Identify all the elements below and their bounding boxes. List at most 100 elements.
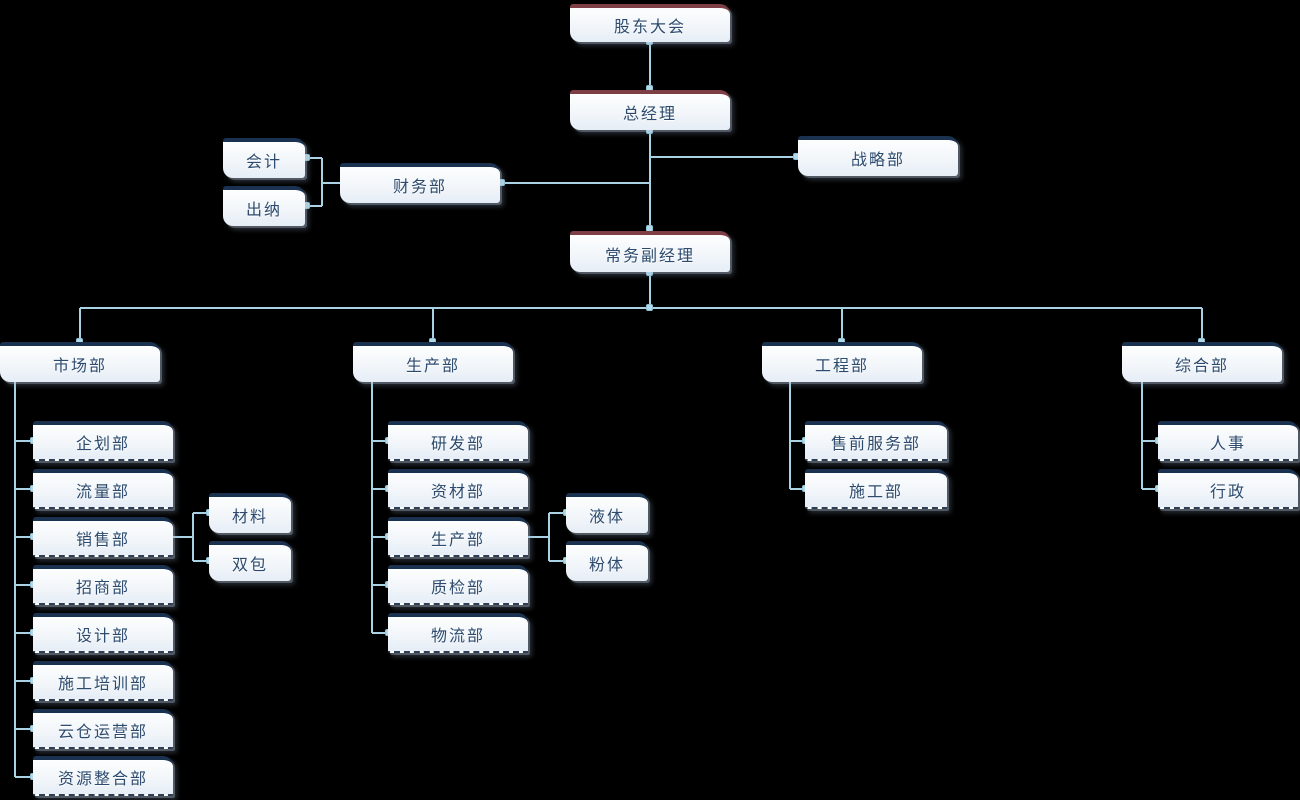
- connector-line: [15, 632, 33, 634]
- org-node-label: 股东大会: [613, 19, 686, 36]
- connector-line: [841, 308, 843, 342]
- org-node-label: 施工培训部: [57, 676, 148, 693]
- connector-line: [789, 382, 791, 489]
- connector-line: [372, 632, 388, 634]
- org-node-label: 流量部: [75, 484, 130, 501]
- org-node-label: 材料: [231, 509, 268, 526]
- org-node-label: 财务部: [392, 179, 447, 196]
- org-node-production-dept[interactable]: 生产部: [353, 342, 513, 382]
- connector-line: [548, 513, 550, 561]
- connector-line: [173, 536, 193, 538]
- org-node-liquid[interactable]: 液体: [566, 493, 648, 533]
- connector-line: [15, 680, 33, 682]
- org-node-label: 生产部: [405, 358, 460, 375]
- connector-line: [15, 584, 33, 586]
- connector-line: [649, 42, 651, 90]
- org-node-traffic-dept[interactable]: 流量部: [33, 469, 173, 509]
- connector-line: [649, 272, 651, 308]
- connector-line: [1141, 382, 1143, 489]
- org-node-admin[interactable]: 行政: [1158, 469, 1298, 509]
- connector-line: [322, 182, 340, 184]
- connector-dot: [646, 304, 653, 311]
- connector-line: [432, 308, 434, 342]
- org-node-hr[interactable]: 人事: [1158, 421, 1298, 461]
- org-node-label: 施工部: [848, 484, 903, 501]
- org-node-marketing-dept[interactable]: 市场部: [0, 342, 160, 382]
- org-node-label: 物流部: [430, 628, 485, 645]
- org-node-label: 招商部: [75, 580, 130, 597]
- org-node-construction-dept[interactable]: 施工部: [805, 469, 947, 509]
- connector-line: [549, 560, 566, 562]
- connector-line: [371, 382, 373, 633]
- org-node-label: 常务副经理: [604, 247, 695, 265]
- org-node-deputy-general-manager[interactable]: 常务副经理: [570, 231, 730, 272]
- connector-line: [649, 130, 651, 231]
- org-node-cashier[interactable]: 出纳: [223, 186, 305, 226]
- org-node-label: 战略部: [850, 152, 905, 169]
- org-node-label: 设计部: [75, 628, 130, 645]
- org-node-label: 人事: [1209, 436, 1246, 453]
- org-node-label: 双包: [231, 557, 268, 574]
- org-node-rnd-dept[interactable]: 研发部: [388, 421, 528, 461]
- connector-line: [192, 513, 194, 561]
- org-node-label: 总经理: [622, 106, 677, 123]
- connector-line: [15, 488, 33, 490]
- org-node-powder[interactable]: 粉体: [566, 541, 648, 581]
- org-node-general-manager[interactable]: 总经理: [570, 90, 730, 130]
- org-node-cloud-warehouse-operations-dept[interactable]: 云仓运营部: [33, 709, 173, 749]
- org-node-finance-dept[interactable]: 财务部: [340, 163, 500, 203]
- connector-line: [305, 157, 322, 159]
- org-node-label: 综合部: [1174, 358, 1229, 375]
- org-node-shareholders-meeting[interactable]: 股东大会: [570, 4, 730, 42]
- connector-line: [15, 536, 33, 538]
- org-node-label: 行政: [1209, 484, 1246, 501]
- org-node-label: 会计: [245, 154, 282, 171]
- connector-line: [528, 536, 549, 538]
- connector-line: [321, 158, 323, 206]
- org-node-label: 粉体: [588, 557, 625, 574]
- org-node-label: 质检部: [430, 580, 485, 597]
- connector-line: [1201, 308, 1203, 342]
- org-node-design-dept[interactable]: 设计部: [33, 613, 173, 653]
- org-node-general-affairs-dept[interactable]: 综合部: [1122, 342, 1282, 382]
- org-node-sales-dept[interactable]: 销售部: [33, 517, 173, 557]
- org-node-label: 液体: [588, 509, 625, 526]
- connector-line: [1142, 488, 1158, 490]
- connector-line: [1142, 440, 1158, 442]
- connector-line: [372, 584, 388, 586]
- org-node-logistics-dept[interactable]: 物流部: [388, 613, 528, 653]
- connector-line: [15, 776, 33, 778]
- org-node-presales-service-dept[interactable]: 售前服务部: [805, 421, 947, 461]
- org-node-quality-inspection-dept[interactable]: 质检部: [388, 565, 528, 605]
- org-node-accounting[interactable]: 会计: [223, 138, 305, 178]
- org-node-planning-dept[interactable]: 企划部: [33, 421, 173, 461]
- org-node-production-sub-dept[interactable]: 生产部: [388, 517, 528, 557]
- connector-line: [79, 308, 81, 342]
- org-node-label: 生产部: [430, 532, 485, 549]
- org-node-engineering-dept[interactable]: 工程部: [762, 342, 922, 382]
- connector-line: [790, 488, 805, 490]
- org-node-label: 销售部: [75, 532, 130, 549]
- org-node-materials[interactable]: 材料: [209, 493, 291, 533]
- org-node-strategy-dept[interactable]: 战略部: [798, 136, 958, 176]
- org-node-resource-integration-dept[interactable]: 资源整合部: [33, 756, 173, 796]
- org-node-double-package[interactable]: 双包: [209, 541, 291, 581]
- connector-line: [650, 156, 798, 158]
- org-node-label: 工程部: [814, 358, 869, 375]
- connector-line: [193, 560, 209, 562]
- org-node-construction-training-dept[interactable]: 施工培训部: [33, 661, 173, 701]
- org-node-label: 研发部: [430, 436, 485, 453]
- connector-line: [80, 307, 1202, 309]
- connector-line: [372, 488, 388, 490]
- connector-line: [14, 382, 16, 777]
- org-node-label: 云仓运营部: [57, 724, 148, 741]
- connector-line: [500, 182, 650, 184]
- connector-line: [15, 440, 33, 442]
- org-node-label: 市场部: [52, 358, 107, 375]
- connector-line: [790, 440, 805, 442]
- org-node-label: 资材部: [430, 484, 485, 501]
- org-node-investment-dept[interactable]: 招商部: [33, 565, 173, 605]
- org-node-supplies-dept[interactable]: 资材部: [388, 469, 528, 509]
- org-node-label: 企划部: [75, 436, 130, 453]
